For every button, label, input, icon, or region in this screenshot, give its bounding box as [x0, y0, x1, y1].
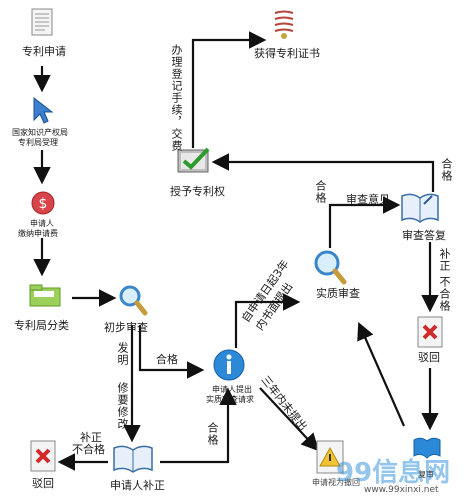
book-icon — [412, 436, 442, 460]
node-accept-line2: 专利局受理 — [18, 138, 58, 147]
money-icon: $ — [30, 190, 56, 216]
node-apply: 专利申请 — [22, 45, 66, 58]
node-prelim: 初步审查 — [104, 321, 148, 334]
node-certificate: 获得专利证书 — [254, 47, 320, 60]
node-classify: 专利局分类 — [14, 319, 69, 332]
reject-icon — [30, 440, 56, 472]
edge-must-fix: 修要修改 — [116, 382, 129, 430]
magnifier-icon — [312, 248, 348, 286]
warning-document-icon — [316, 440, 344, 474]
node-request-line2: 实质审查请求 — [206, 395, 254, 404]
document-icon — [31, 8, 53, 36]
folder-icon — [28, 282, 62, 308]
node-request-line1: 申请人提出 — [212, 385, 252, 394]
edge-qualified-up: 合格 — [314, 180, 327, 204]
edge-opinion: 审查意见 — [346, 193, 390, 206]
arrow-substantive-to-reply — [328, 196, 401, 248]
edge-qualified-right: 合格 — [440, 158, 453, 182]
check-screen-icon — [176, 146, 212, 176]
certificate-icon — [272, 10, 296, 40]
node-deemed: 申请视为撤回 — [312, 478, 360, 487]
arrow-prelim-to-request — [138, 325, 205, 379]
arrow-reply-to-grant — [211, 153, 435, 192]
edge-qualified-mid: 合格 — [156, 353, 178, 366]
edge-fix-fail-left-2: 不合格 — [72, 443, 105, 456]
reject-icon — [417, 316, 443, 348]
node-rejected-left: 驳回 — [32, 477, 54, 490]
arrow-grant-to-certificate — [191, 31, 267, 148]
edge-register: 办理登记手续，交费 — [170, 44, 183, 152]
arrow-request-to-deemed — [259, 387, 320, 452]
node-fee-line1: 申请人 — [30, 219, 54, 228]
node-accept-line1: 国家知识产权局 — [12, 128, 68, 137]
edge-qualified-bottom: 合格 — [206, 422, 219, 446]
node-fee-line2: 缴纳申请费 — [18, 229, 58, 238]
watermark-url: www.99xinxi.net — [364, 485, 439, 495]
cursor-icon — [30, 96, 56, 124]
svg-text:$: $ — [39, 196, 48, 212]
node-review: 复审 — [418, 470, 434, 479]
arrow-request-to-substantive — [234, 293, 301, 348]
node-rejected: 驳回 — [418, 351, 440, 364]
arrow-supplement-to-request — [160, 387, 237, 464]
watermark-logo: 99信息网 — [336, 458, 451, 488]
node-substantive: 实质审查 — [316, 287, 360, 300]
arrow-review-to-substantive — [357, 321, 406, 427]
edge-fix-fail-right-1: 补正 — [438, 248, 451, 272]
node-grant: 授予专利权 — [170, 185, 225, 198]
edge-invention: 发明 — [116, 342, 129, 366]
book-icon — [112, 444, 154, 474]
edge-fix-fail-right-2: 不合格 — [438, 276, 451, 312]
node-supplement: 申请人补正 — [110, 479, 165, 492]
book-icon — [400, 190, 440, 224]
magnifier-icon — [118, 284, 148, 316]
edge-fix-fail-left-1: 补正 — [80, 431, 102, 444]
info-icon — [212, 348, 246, 382]
node-reply: 审查答复 — [402, 229, 446, 242]
